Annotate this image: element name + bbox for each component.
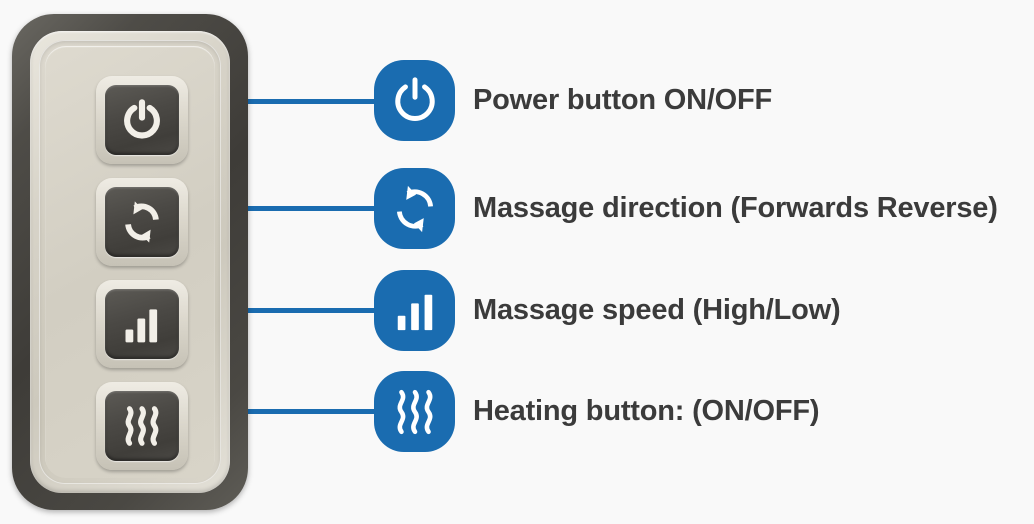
- callout-speed: Massage speed (High/Low): [374, 270, 841, 351]
- rotate-arrows-icon: [119, 199, 165, 245]
- remote-direction-button[interactable]: [96, 178, 188, 266]
- callout-label-heat: Heating button: (ON/OFF): [473, 395, 820, 427]
- bar-levels-icon: [392, 288, 438, 334]
- remote-power-button-cap: [105, 85, 179, 155]
- callout-direction: Massage direction (Forwards Reverse): [374, 168, 998, 249]
- remote-heat-button[interactable]: [96, 382, 188, 470]
- connector-line-heat: [132, 409, 384, 414]
- heat-waves-icon: [119, 403, 165, 449]
- remote-power-button[interactable]: [96, 76, 188, 164]
- callout-label-power: Power button ON/OFF: [473, 84, 773, 116]
- callout-label-direction: Massage direction (Forwards Reverse): [473, 192, 998, 224]
- bar-levels-icon: [120, 302, 164, 346]
- badge-speed[interactable]: [374, 270, 455, 351]
- badge-direction[interactable]: [374, 168, 455, 249]
- rotate-arrows-icon: [390, 184, 440, 234]
- callout-power: Power button ON/OFF: [374, 60, 772, 141]
- remote-heat-button-cap: [105, 391, 179, 461]
- power-icon: [119, 97, 165, 143]
- remote-speed-button[interactable]: [96, 280, 188, 368]
- badge-heat[interactable]: [374, 371, 455, 452]
- callout-heat: Heating button: (ON/OFF): [374, 371, 820, 452]
- connector-line-direction: [132, 206, 384, 211]
- connector-line-power: [132, 99, 384, 104]
- remote-direction-button-cap: [105, 187, 179, 257]
- remote-control-body: [12, 14, 248, 510]
- connector-line-speed: [132, 308, 384, 313]
- remote-speed-button-cap: [105, 289, 179, 359]
- power-icon: [389, 75, 441, 127]
- callout-label-speed: Massage speed (High/Low): [473, 294, 841, 326]
- badge-power[interactable]: [374, 60, 455, 141]
- heat-waves-icon: [390, 387, 440, 437]
